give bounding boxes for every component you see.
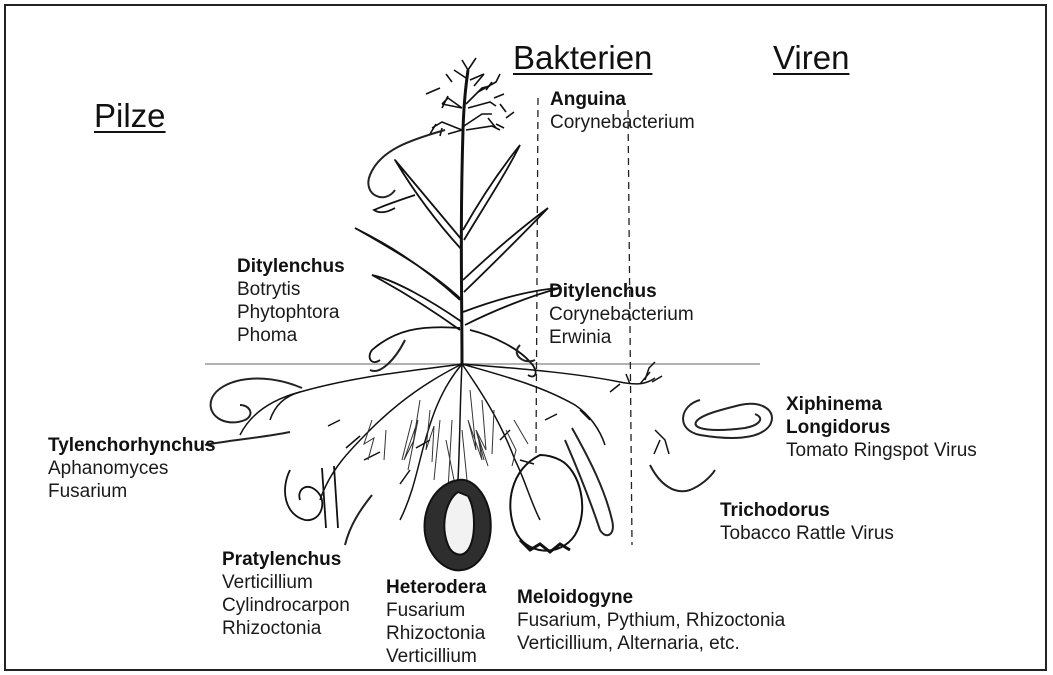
pathogen-item: Fusarium <box>48 480 216 503</box>
pathogen-item: Fusarium, Pythium, Rhizoctonia <box>517 609 785 632</box>
nematode-right-long <box>565 428 613 535</box>
nematode-name: Tylenchorhynchus <box>48 434 216 457</box>
pathogen-item: Verticillium, Alternaria, etc. <box>517 632 785 655</box>
pathogen-item: Tobacco Rattle Virus <box>720 522 894 545</box>
pathogen-item: Cylindrocarpon <box>222 594 350 617</box>
pathogen-item: Rhizoctonia <box>386 622 486 645</box>
nematode-loop-left <box>211 379 302 423</box>
divider-bacteria <box>536 98 538 455</box>
nematode-xiphinema-coil <box>683 400 772 438</box>
nematode-name: Longidorus <box>786 416 977 439</box>
nematode-name: Ditylenchus <box>549 280 694 303</box>
plant-stem <box>461 70 468 364</box>
group-xiphinema: Xiphinema Longidorus Tomato Ringspot Vir… <box>786 393 977 462</box>
pathogen-item: Corynebacterium <box>549 303 694 326</box>
pathogen-item: Botrytis <box>237 278 345 301</box>
nematode-name: Ditylenchus <box>237 255 345 278</box>
pathogen-item: Phoma <box>237 324 345 347</box>
group-heterodera: Heterodera Fusarium Rhizoctonia Verticil… <box>386 576 486 668</box>
group-ditylenchus-right: Ditylenchus Corynebacterium Erwinia <box>549 280 694 349</box>
flower-head <box>426 58 514 136</box>
pathogen-item: Phytophtora <box>237 301 345 324</box>
nematode-name: Trichodorus <box>720 499 894 522</box>
group-anguina: Anguina Corynebacterium <box>550 88 695 134</box>
header-pilze: Pilze <box>94 98 166 134</box>
plant-leaves <box>355 145 560 377</box>
root-hair-masses <box>364 390 528 490</box>
meloidogyne-gall <box>510 455 582 552</box>
pathogen-item: Aphanomyces <box>48 457 216 480</box>
nematode-name: Anguina <box>550 88 695 111</box>
header-viren: Viren <box>773 40 849 76</box>
group-meloidogyne: Meloidogyne Fusarium, Pythium, Rhizocton… <box>517 586 785 655</box>
pathogen-item: Fusarium <box>386 599 486 622</box>
group-pratylenchus: Pratylenchus Verticillium Cylindrocarpon… <box>222 548 350 640</box>
group-ditylenchus-left: Ditylenchus Botrytis Phytophtora Phoma <box>237 255 345 347</box>
nematode-trichodorus <box>650 465 715 491</box>
pathogen-item: Tomato Ringspot Virus <box>786 439 977 462</box>
pathogen-item: Corynebacterium <box>550 111 695 134</box>
pathogen-item: Rhizoctonia <box>222 617 350 640</box>
nematode-name: Pratylenchus <box>222 548 350 571</box>
group-tylenchorhynchus: Tylenchorhynchus Aphanomyces Fusarium <box>48 434 216 503</box>
nematode-name: Xiphinema <box>786 393 977 416</box>
pathogen-item: Verticillium <box>386 645 486 668</box>
nematode-top-left <box>368 130 445 197</box>
nematode-name: Meloidogyne <box>517 586 785 609</box>
nematode-tylencho <box>205 432 290 445</box>
pathogen-item: Verticillium <box>222 571 350 594</box>
group-trichodorus: Trichodorus Tobacco Rattle Virus <box>720 499 894 545</box>
pratylenchus-worms <box>285 466 338 528</box>
header-bakterien: Bakterien <box>513 40 652 76</box>
pathogen-item: Erwinia <box>549 326 694 349</box>
nematode-mid-left <box>370 340 405 371</box>
nematode-mid-worm <box>345 495 372 545</box>
nematode-name: Heterodera <box>386 576 486 599</box>
heterodera-cyst <box>425 480 491 571</box>
